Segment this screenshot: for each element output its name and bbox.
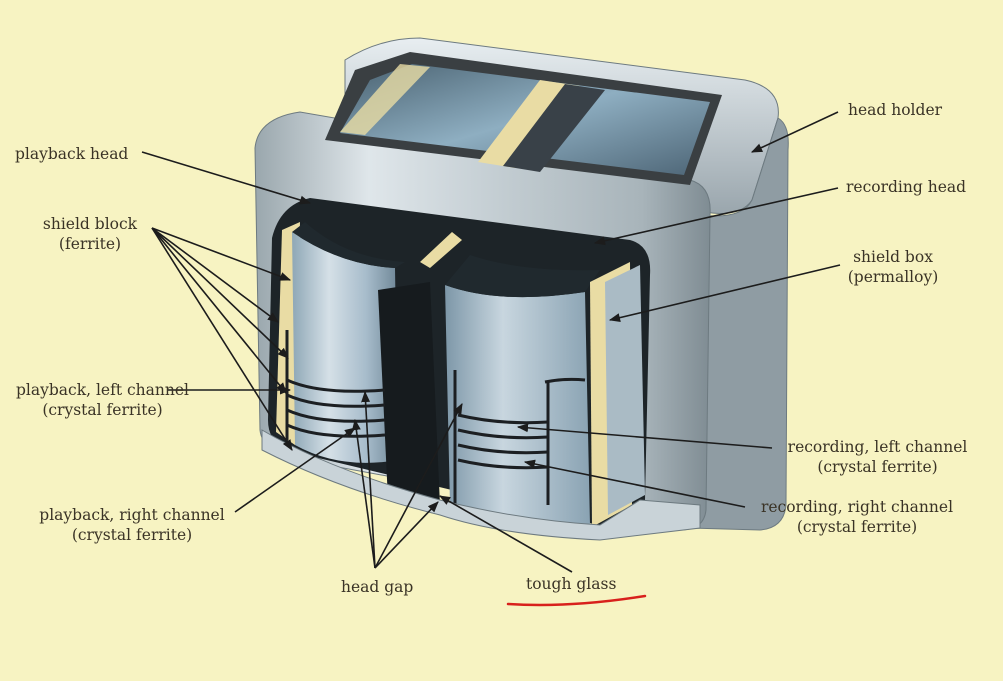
- leader-shield-block-c: [151, 227, 289, 359]
- label-playback-right-channel: playback, right channel (crystal ferrite…: [32, 505, 232, 545]
- label-recording-left-channel: recording, left channel (crystal ferrite…: [780, 437, 975, 477]
- leader-head-gap-b: [361, 390, 376, 569]
- label-tough-glass: tough glass: [526, 575, 617, 593]
- label-playback-left-channel: playback, left channel (crystal ferrite): [10, 380, 195, 420]
- head-assembly: [261, 198, 701, 541]
- leader-recording-head: [593, 187, 839, 246]
- label-shield-block: shield block (ferrite): [35, 214, 145, 254]
- leader-tough-glass: [439, 495, 573, 573]
- label-rec-right-line1: recording, right channel: [760, 498, 954, 516]
- leader-head-gap-d: [374, 501, 439, 569]
- leader-rec-left: [516, 423, 773, 449]
- leader-head-gap-a: [351, 418, 376, 569]
- label-shield-block-line2: (ferrite): [58, 235, 122, 253]
- label-recording-head: recording head: [846, 178, 967, 196]
- label-head-holder: head holder: [848, 101, 943, 119]
- label-shield-box: shield box (permalloy): [838, 247, 948, 287]
- label-pb-right-line1: playback, right channel: [39, 506, 225, 524]
- label-pb-right-line2: (crystal ferrite): [71, 526, 193, 544]
- leader-shield-block-b: [151, 227, 279, 323]
- label-rec-left-line2: (crystal ferrite): [817, 458, 938, 476]
- red-underline-mark: [506, 594, 647, 607]
- label-rec-right-line2: (crystal ferrite): [796, 518, 918, 536]
- leader-head-gap-c: [374, 403, 463, 569]
- label-shield-block-line1: shield block: [42, 215, 138, 233]
- leader-shield-block-e: [151, 227, 293, 451]
- leader-shield-block-d: [151, 227, 287, 394]
- leader-shield-box: [608, 264, 841, 323]
- label-recording-right-channel: recording, right channel (crystal ferrit…: [752, 497, 962, 537]
- label-head-gap: head gap: [341, 578, 414, 596]
- label-playback-head: playback head: [15, 145, 129, 163]
- leader-shield-block-a: [151, 227, 292, 281]
- label-pb-left-line1: playback, left channel: [16, 381, 189, 399]
- leader-rec-right: [523, 459, 746, 508]
- leader-pb-right: [234, 427, 356, 513]
- label-rec-left-line1: recording, left channel: [787, 438, 968, 456]
- leader-head-holder: [750, 111, 839, 153]
- label-shield-box-line1: shield box: [853, 248, 933, 266]
- leader-playback-head: [141, 151, 312, 205]
- label-pb-left-line2: (crystal ferrite): [42, 401, 163, 419]
- label-shield-box-line2: (permalloy): [847, 268, 939, 286]
- leader-lines: [141, 111, 841, 573]
